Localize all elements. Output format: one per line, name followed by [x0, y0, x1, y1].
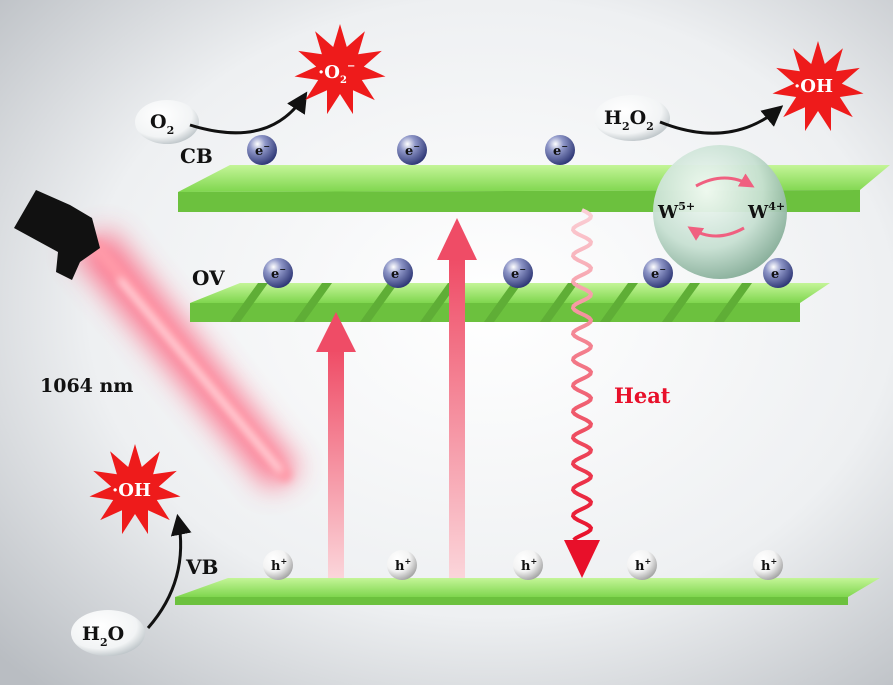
ov-band-segment-gap [420, 283, 458, 322]
electron: e− [545, 135, 575, 165]
electron-label: e− [255, 141, 270, 159]
electron: e− [247, 135, 277, 165]
hole: h+ [387, 550, 417, 580]
tungsten-redox-sphere [653, 145, 787, 279]
electron: e− [643, 258, 673, 288]
o2-label: O2 [150, 111, 174, 137]
ov-label: OV [192, 266, 225, 290]
electron-ball [763, 258, 793, 288]
wavelength-label: 1064 nm [40, 375, 133, 397]
hole-label: h+ [521, 556, 537, 574]
hole-ball [753, 550, 783, 580]
hole: h+ [263, 550, 293, 580]
electron-ball [503, 258, 533, 288]
hole-ball [387, 550, 417, 580]
ov-band-segment-gap [294, 283, 332, 322]
laser-beam [70, 230, 300, 490]
h2o-droplet [71, 610, 145, 656]
superoxide-star-icon [294, 24, 386, 115]
laser-device-icon [14, 190, 100, 280]
electron-label: e− [651, 264, 666, 282]
electron-label: e− [405, 141, 420, 159]
superoxide-label: ·O2− [318, 61, 355, 86]
electron: e− [383, 258, 413, 288]
hole-ball [627, 550, 657, 580]
electron-label: e− [553, 141, 568, 159]
vb-band [175, 578, 880, 605]
hydroxyl-label-bottom: ·OH [112, 480, 151, 501]
ov-band-segment-gap [600, 283, 638, 322]
electron-ball [263, 258, 293, 288]
cb-label: CB [180, 144, 213, 168]
hole-ball [513, 550, 543, 580]
hole-label: h+ [395, 556, 411, 574]
excitation-arrow-vb-to-cb [437, 218, 477, 578]
electron: e− [397, 135, 427, 165]
electron-label: e− [271, 264, 286, 282]
o2-droplet [135, 100, 199, 144]
ov-band [190, 283, 830, 322]
o2-reduction-arrow [189, 91, 308, 135]
h2o2-reduction-arrow [659, 105, 784, 135]
excitation-arrow-vb-to-ov [316, 312, 356, 578]
electron-label: e− [771, 264, 786, 282]
w4-label: W4+ [747, 200, 785, 223]
ov-band-segment-gap [484, 283, 522, 322]
heat-label: Heat [614, 383, 671, 408]
electron: e− [503, 258, 533, 288]
hydroxyl-star-top-icon [772, 41, 864, 132]
electron-label: e− [391, 264, 406, 282]
ov-band-segment-gap [360, 283, 398, 322]
w5-label: W5+ [657, 200, 695, 223]
hole: h+ [753, 550, 783, 580]
heat-relaxation-arrow [564, 208, 600, 578]
hydroxyl-star-bottom-icon [89, 444, 181, 535]
electron: e− [763, 258, 793, 288]
electron-label: e− [511, 264, 526, 282]
ov-band-segment-gap [662, 283, 700, 322]
h2o-oxidation-arrow [146, 513, 192, 629]
electron: e− [263, 258, 293, 288]
ov-band-segment-gap [714, 283, 752, 322]
electron-ball [247, 135, 277, 165]
hole-label: h+ [271, 556, 287, 574]
hydroxyl-label-top: ·OH [794, 76, 833, 97]
hole-label: h+ [635, 556, 651, 574]
electron-ball [643, 258, 673, 288]
electron-ball [397, 135, 427, 165]
electron-ball [545, 135, 575, 165]
electrons: e− e− e− e− e− e− e− e− [247, 135, 793, 288]
ov-band-segment-gap [230, 283, 268, 322]
h2o2-droplet [594, 95, 670, 141]
holes: h+ h+ h+ h+ h+ [263, 550, 783, 580]
hole-ball [263, 550, 293, 580]
hole: h+ [513, 550, 543, 580]
hole-label: h+ [761, 556, 777, 574]
h2o2-label: H2O2 [604, 107, 654, 133]
electron-ball [383, 258, 413, 288]
hole: h+ [627, 550, 657, 580]
h2o-label: H2O [82, 623, 124, 649]
ov-band-segment-gap [540, 283, 578, 322]
vb-label: VB [185, 555, 218, 579]
